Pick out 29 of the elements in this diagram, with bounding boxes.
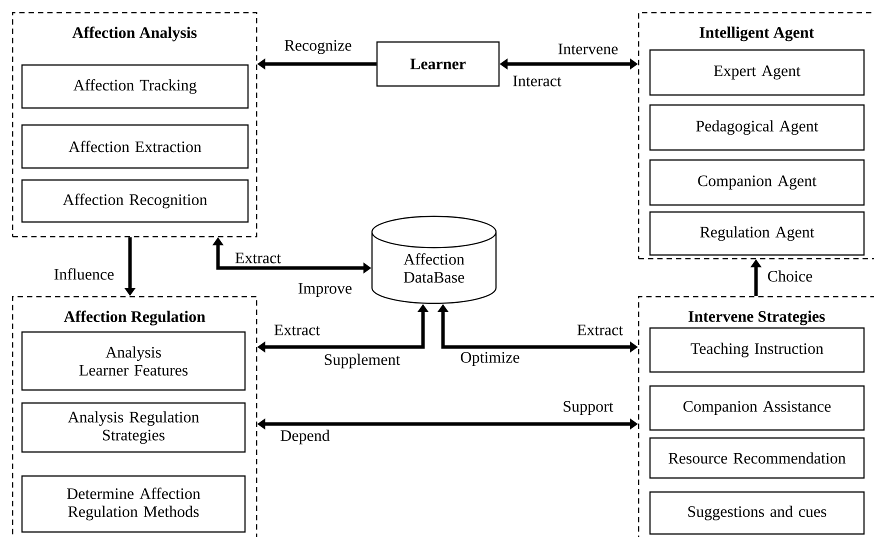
process-box: Expert Agent bbox=[649, 49, 865, 96]
edge-label: Extract bbox=[576, 323, 624, 337]
process-box: Learner bbox=[376, 41, 500, 87]
process-box: Resource Recommendation bbox=[649, 437, 865, 479]
text-label: Improve bbox=[296, 282, 354, 298]
edge-label: Choice bbox=[766, 269, 814, 283]
process-box: Teaching Instruction bbox=[649, 327, 865, 373]
process-box: Pedagogical Agent bbox=[649, 104, 865, 151]
process-box: Affection Recognition bbox=[21, 179, 249, 223]
edge-label: Influence bbox=[52, 266, 116, 282]
process-box: Analysis Learner Features bbox=[21, 331, 246, 391]
process-box: Affection Extraction bbox=[21, 124, 249, 169]
text-label: Interact bbox=[511, 74, 563, 88]
process-box: Determine Affection Regulation Methods bbox=[21, 475, 246, 533]
process-box: Companion Assistance bbox=[649, 385, 865, 431]
database-cylinder: Affection DataBase bbox=[371, 216, 497, 304]
process-box: Regulation Agent bbox=[649, 211, 865, 256]
edge-label: Recognize bbox=[282, 38, 354, 56]
process-box: Companion Agent bbox=[649, 159, 865, 206]
edge-label: Intervene bbox=[556, 42, 620, 56]
process-box: Analysis Regulation Strategies bbox=[21, 402, 246, 453]
process-box: Affection Tracking bbox=[21, 64, 249, 109]
text-label: Depend bbox=[278, 428, 332, 446]
text-label: Optimize bbox=[458, 350, 522, 368]
text-label: Supplement bbox=[322, 352, 402, 370]
edge-label: Support bbox=[561, 400, 615, 416]
process-box: Suggestions and cues bbox=[649, 491, 865, 535]
edge-label: Extract bbox=[234, 251, 282, 265]
edge-label: Extract bbox=[272, 323, 322, 337]
